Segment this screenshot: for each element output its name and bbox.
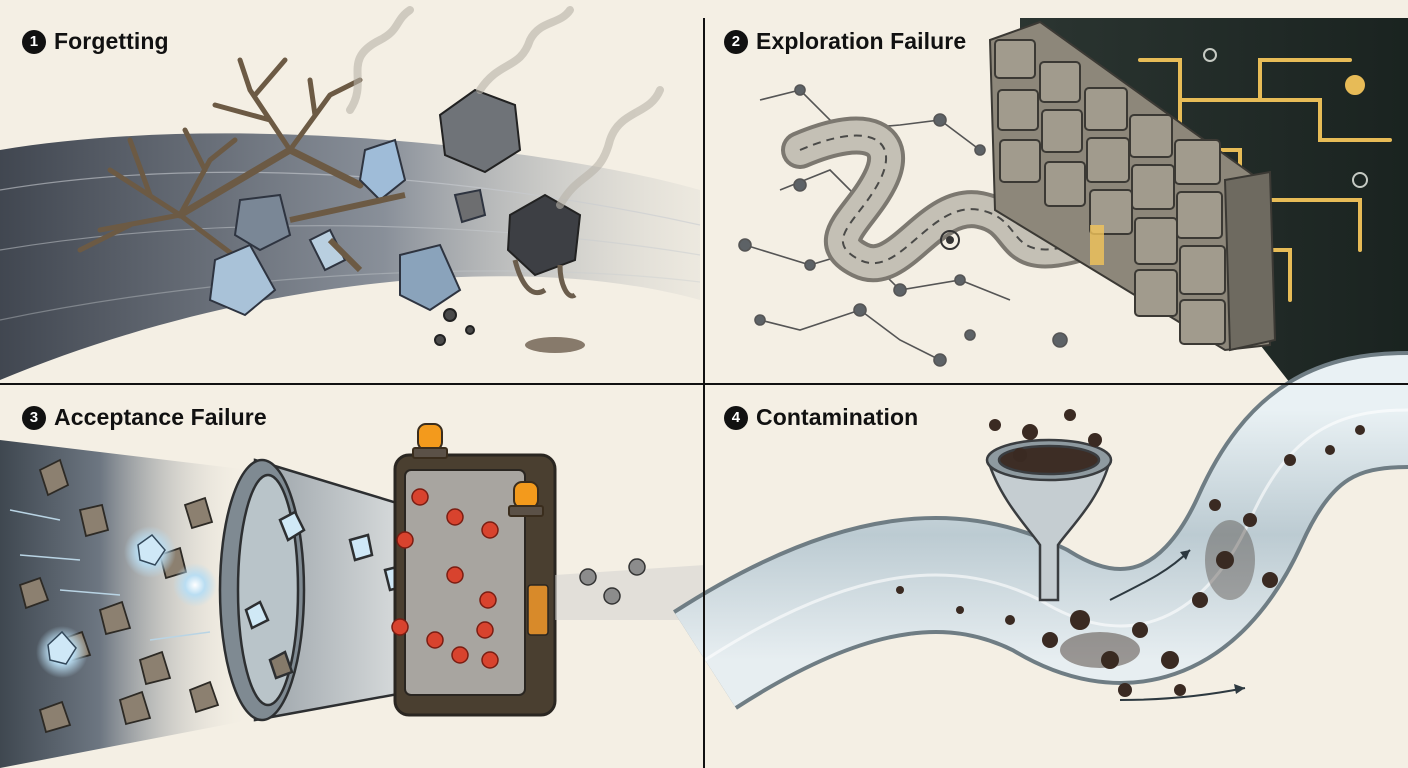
panel-title-exploration-failure: 2 Exploration Failure [724,28,966,55]
panel-title-acceptance-failure: 3 Acceptance Failure [22,404,267,431]
panel-title-text: Acceptance Failure [54,404,267,431]
panel-exploration-art [739,18,1408,383]
divider-horizontal [0,383,1408,385]
funnel-illustration [220,460,420,720]
panel-contamination-art [705,409,1408,700]
panel-title-text: Exploration Failure [756,28,966,55]
panel-forgetting-art [0,10,700,380]
panel-title-contamination: 4 Contamination [724,404,918,431]
step-number-badge: 1 [22,30,46,54]
divider-vertical [703,18,705,768]
panel-acceptance-art [0,424,705,768]
step-number-badge: 4 [724,406,748,430]
step-number-badge: 3 [22,406,46,430]
panel-title-text: Forgetting [54,28,169,55]
panel-title-text: Contamination [756,404,918,431]
step-number-badge: 2 [724,30,748,54]
panel-title-forgetting: 1 Forgetting [22,28,169,55]
